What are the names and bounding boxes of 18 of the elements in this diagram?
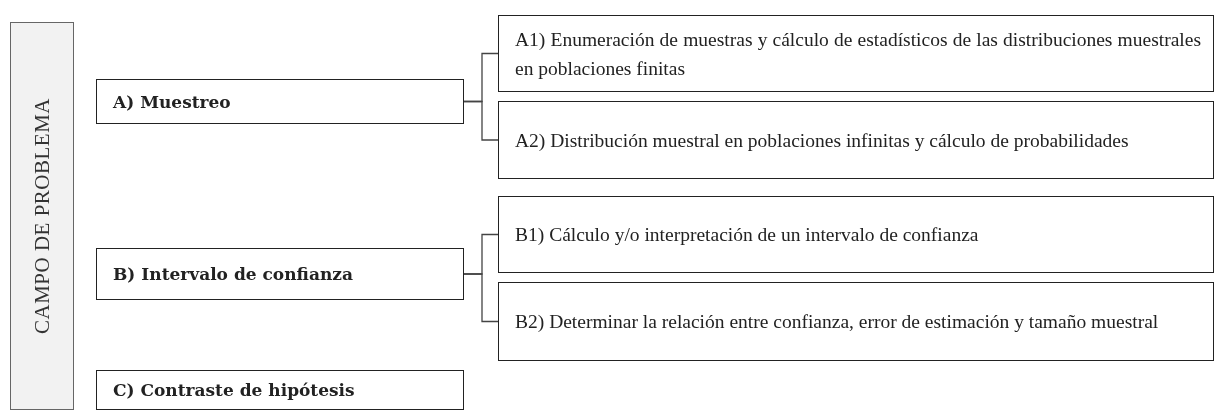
topic-label: A) Muestreo: [113, 91, 231, 112]
topic-box: [96, 370, 464, 410]
subtopic-text: A1) Enumeración de muestras y cálculo de estadísticos de las distribuciones muestrales en poblaciones finitas: [515, 27, 1201, 81]
topic-label: C) Contraste de hipótesis: [113, 380, 355, 400]
topic-box: [96, 248, 464, 300]
subtopic-box: [498, 282, 1214, 361]
topic-box: [96, 79, 464, 124]
category-panel: [10, 22, 74, 410]
subtopic-text: B1) Cálculo y/o interpretación de un intervalo de confianza: [515, 223, 980, 247]
connector-line: [463, 100, 499, 141]
panel-title: CAMPO DE PROBLEMA: [29, 97, 55, 334]
topic-label: B) Intervalo de confianza: [113, 264, 353, 284]
subtopic-box: [498, 101, 1214, 179]
subtopic-box: [498, 15, 1214, 92]
subtopic-text: B2) Determinar la relación entre confianza, error de estimación y tamaño muestral: [515, 310, 1160, 334]
connector-line: [463, 273, 499, 323]
subtopic-text: A2) Distribución muestral en poblaciones infinitas y cálculo de probabilidades: [515, 128, 1130, 153]
subtopic-box: [498, 196, 1214, 273]
